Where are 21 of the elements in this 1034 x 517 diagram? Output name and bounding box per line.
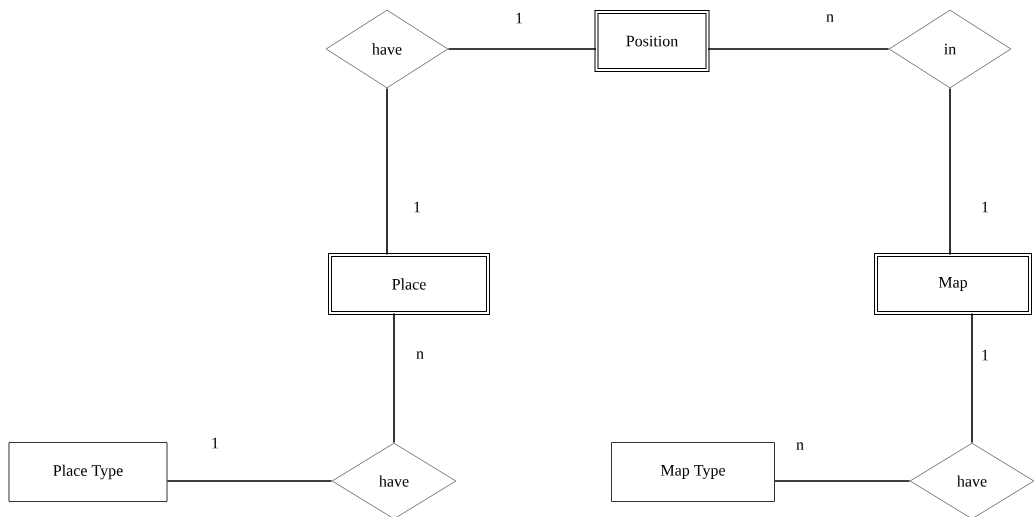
connector-line [386,87,388,256]
connector-line [774,480,911,482]
weak-entity-box: Map [874,253,1032,315]
cardinality-label: 1 [414,201,421,213]
cardinality-label: n [826,14,834,22]
connector-line [447,48,597,50]
connector-line [707,48,890,50]
entity-box: Place Type [8,442,168,502]
weak-entity-box: Position [594,10,710,72]
weak-entity-box: Place [328,253,490,315]
connector-line [949,87,951,256]
cardinality-label: 1 [982,349,989,361]
connector-line [166,480,333,482]
cardinality-label: 1 [982,201,989,213]
cardinality-label: n [796,442,804,450]
cardinality-label: 1 [212,437,219,449]
cardinality-label: n [416,351,424,359]
connector-line [393,312,395,444]
entity-box: Map Type [611,442,775,502]
connector-line [971,312,973,444]
cardinality-label: 1 [516,12,523,24]
